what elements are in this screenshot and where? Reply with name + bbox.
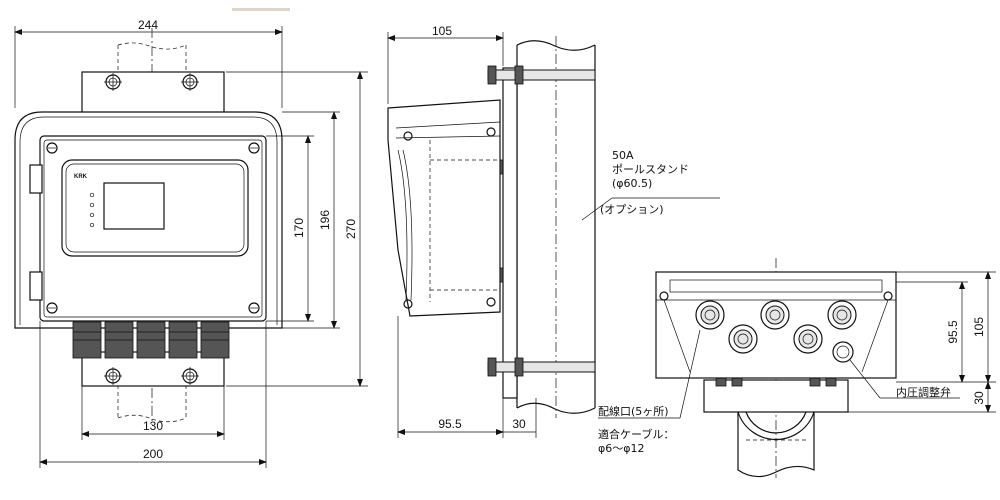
dim-244: 244 [138, 18, 158, 32]
pole-option-label: (オプション) [600, 203, 664, 216]
cable-port [760, 300, 790, 330]
cable-port [827, 300, 857, 330]
screw-icon [46, 302, 58, 314]
pressure-valve [832, 341, 854, 363]
dim-side-105: 105 [432, 24, 452, 38]
screw-icon [403, 131, 413, 141]
cable-port [793, 324, 823, 354]
screw-icon [883, 291, 893, 301]
dim-bottom-95-5: 95.5 [946, 320, 960, 344]
dim-side-95-5: 95.5 [438, 417, 462, 431]
dim-bottom-30: 30 [972, 391, 986, 405]
valve-label: 内圧調整弁 [896, 385, 951, 399]
screw-icon [46, 142, 58, 154]
front-view: KRK 244 270 196 17 [14, 18, 368, 468]
bolt-icon [104, 367, 122, 385]
cable-compat-label: 適合ケーブル： [598, 427, 674, 441]
screw-icon [486, 297, 496, 307]
mount-bracket [502, 67, 518, 399]
display-window [103, 182, 165, 230]
cable-ports-label: 配線口(5ヶ所) [598, 404, 669, 418]
cable-range-label: φ6～φ12 [598, 442, 645, 455]
cable-port [695, 300, 725, 330]
bolt-icon [181, 73, 199, 91]
screw-icon [248, 302, 260, 314]
dim-200: 200 [143, 447, 163, 461]
cable-glands [72, 321, 230, 359]
front-panel [61, 159, 249, 257]
valve-leader [849, 359, 881, 399]
dim-bottom-105: 105 [972, 317, 986, 337]
dim-130: 130 [143, 419, 163, 433]
top-marker [232, 8, 290, 11]
hinge [29, 164, 43, 194]
cable-port [728, 324, 758, 354]
side-view: 105 95.5 30 50A ポールスタンド (φ60.5) (オプション) [387, 24, 720, 438]
brand-logo: KRK [74, 174, 88, 180]
screw-icon [248, 142, 260, 154]
housing-side [387, 99, 501, 317]
u-bolt-bottom [487, 361, 596, 373]
pole-label-line3: (φ60.5) [612, 177, 652, 190]
dim-196: 196 [318, 210, 332, 230]
dim-side-30: 30 [512, 417, 526, 431]
pole-label-line2: ポールスタンド [612, 163, 689, 176]
pole-label-line1: 50A [612, 149, 634, 162]
dim-270: 270 [344, 219, 358, 239]
hinge [29, 271, 43, 301]
screw-icon [486, 127, 496, 137]
bottom-bracket [703, 379, 849, 413]
pole-leader [581, 197, 613, 221]
screw-icon [403, 299, 413, 309]
pole-clamp-outer [737, 411, 815, 441]
bolt-icon [181, 367, 199, 385]
dim-170: 170 [292, 218, 306, 238]
cable-leader [679, 329, 701, 419]
bottom-view: 105 95.5 30 内圧調整弁 配線口(5ヶ所) 適合ケーブル： φ6～φ1… [598, 258, 996, 478]
screw-icon [659, 291, 669, 301]
housing-bottom [655, 271, 897, 379]
bolt-icon [104, 73, 122, 91]
u-bolt-top [487, 69, 596, 81]
